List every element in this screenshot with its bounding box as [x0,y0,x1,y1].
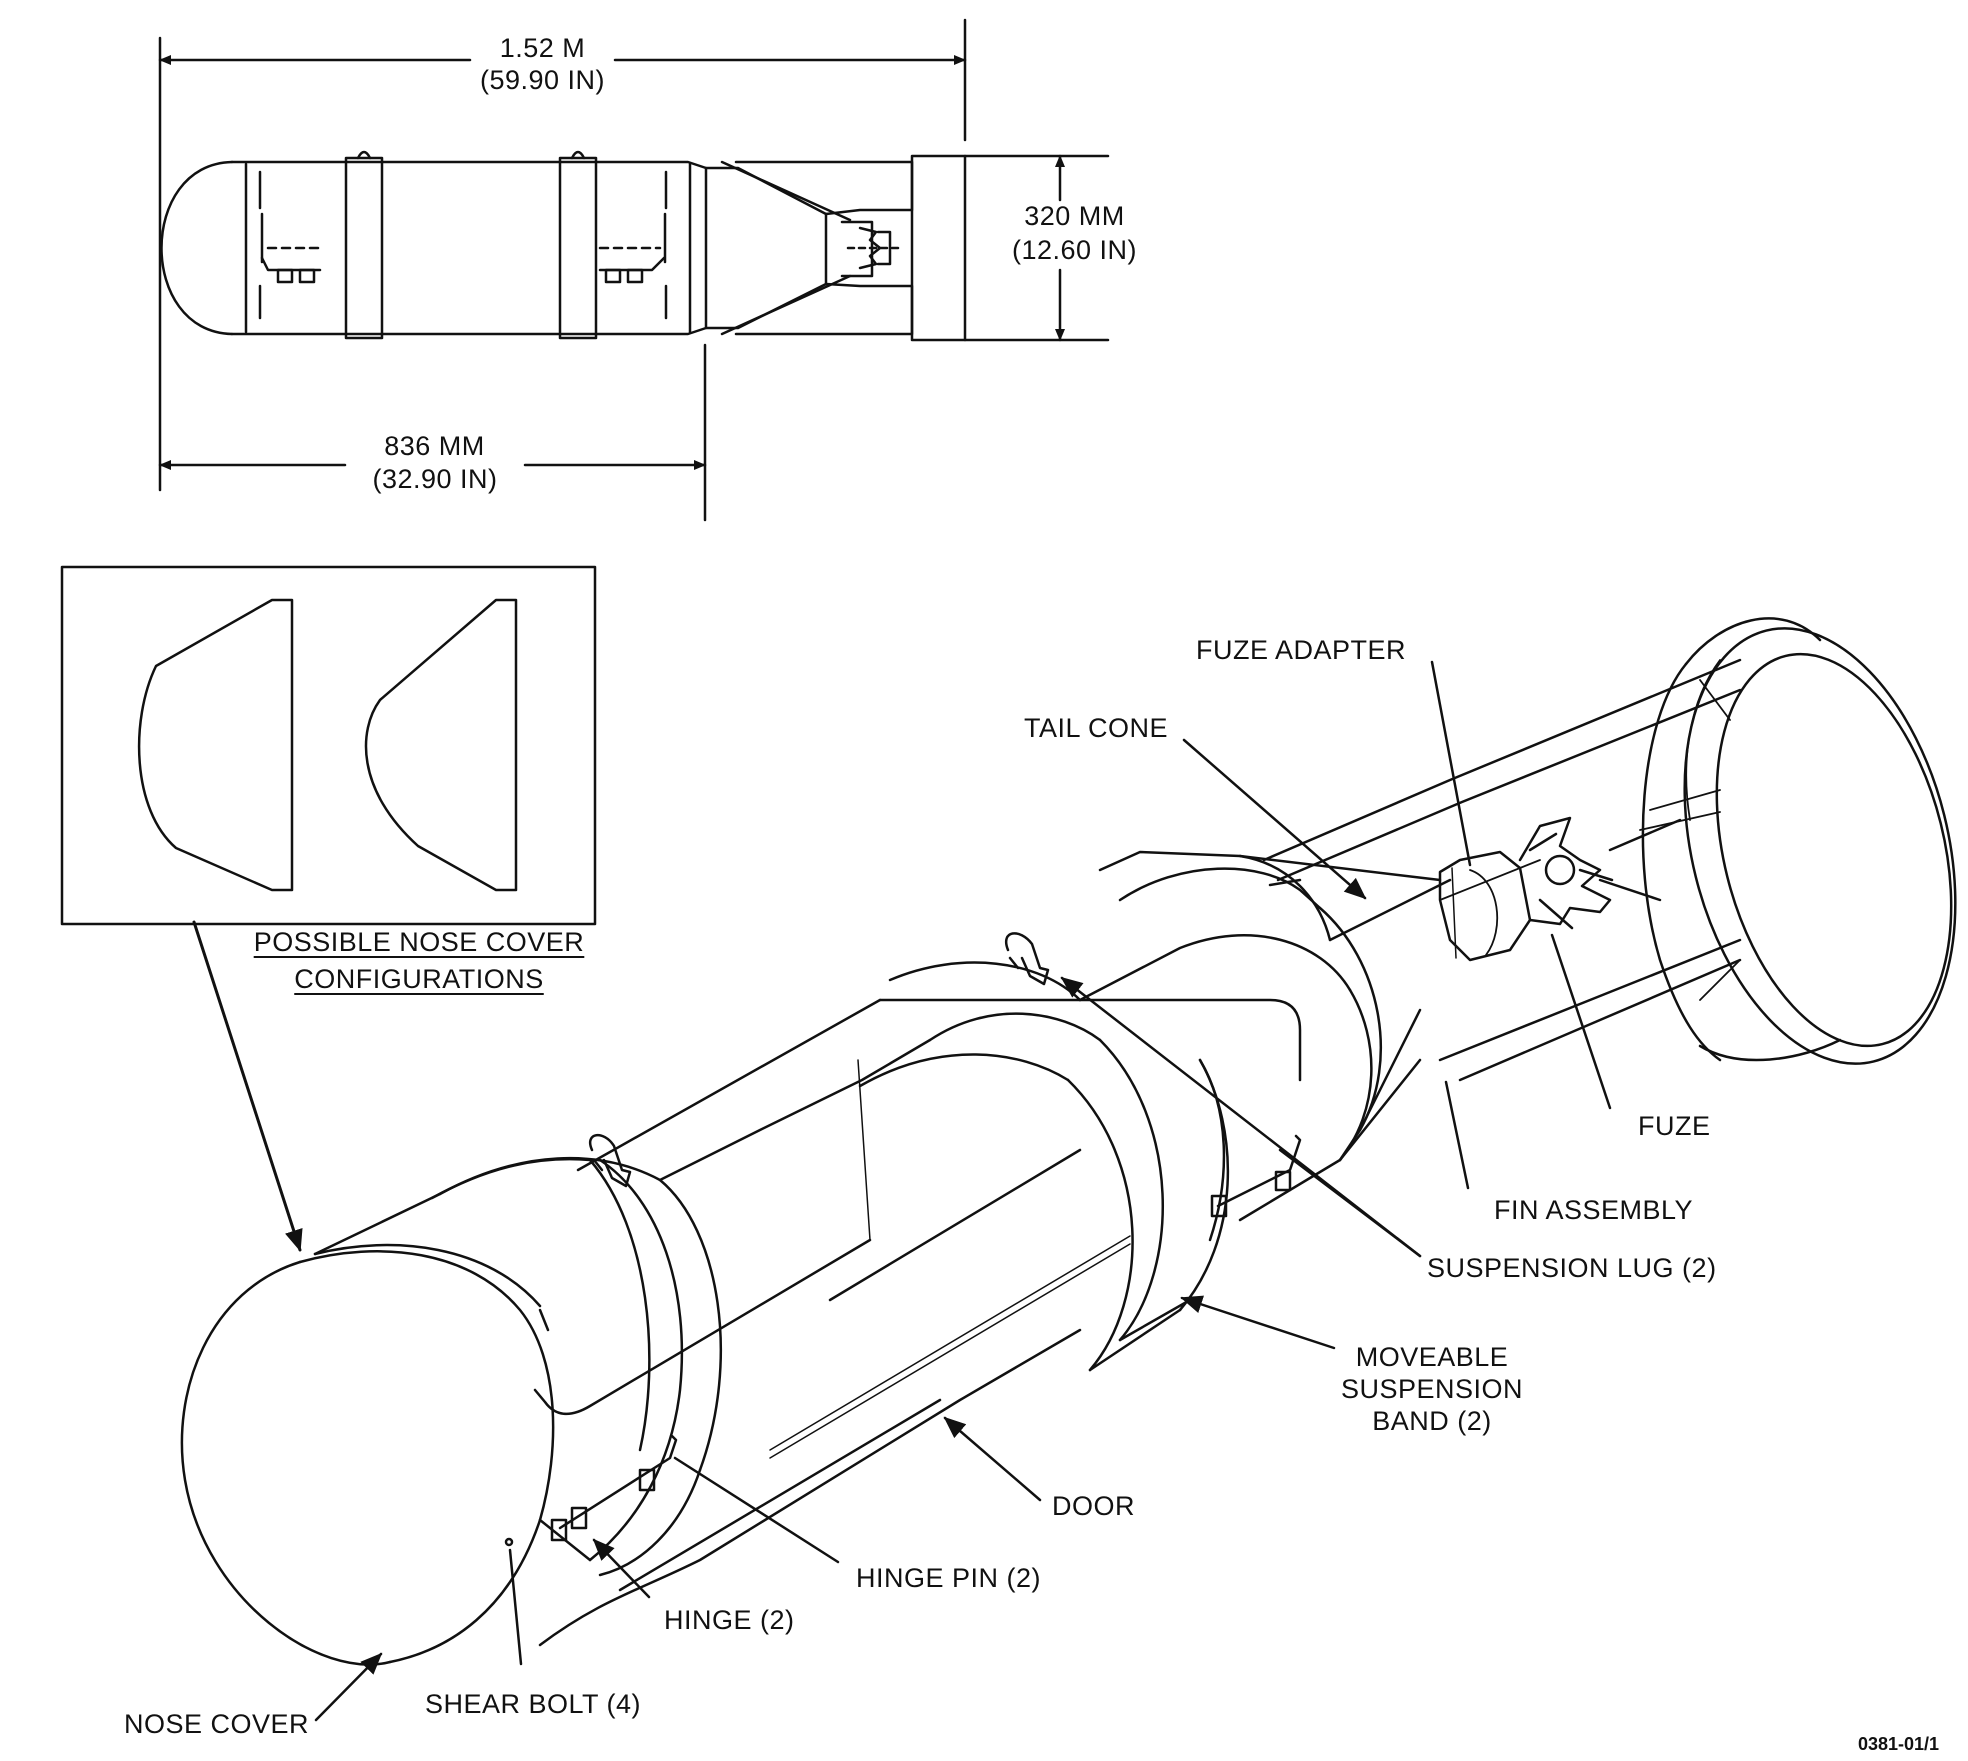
label-tail-cone: TAIL CONE [1024,713,1169,743]
overall-length-metric: 1.52 M [499,33,586,63]
label-fuze: FUZE [1638,1111,1711,1141]
label-hinge: HINGE (2) [664,1605,795,1635]
nose-to-tailcone-imperial: (32.90 IN) [372,464,498,494]
nose-to-tailcone-metric: 836 MM [384,431,485,461]
overall-length-imperial: (59.90 IN) [479,65,606,95]
label-hinge-pin: HINGE PIN (2) [856,1563,1042,1593]
inset-caption-line1: POSSIBLE NOSE COVER [253,927,585,957]
figure-code: 0381-01/1 [1858,1734,1940,1754]
label-door: DOOR [1052,1491,1135,1521]
diameter-metric: 320 MM [1024,201,1125,231]
diameter-imperial: (12.60 IN) [1011,235,1138,265]
label-fuze-adapter: FUZE ADAPTER [1196,635,1407,665]
side-view-drawing [158,18,1110,522]
label-fin-assembly: FIN ASSEMBLY [1494,1195,1694,1225]
isometric-view-drawing [180,617,1957,1722]
label-suspension-lug: SUSPENSION LUG (2) [1427,1253,1717,1283]
nose-cover-inset [60,565,597,1252]
label-moveable-band-line2: SUSPENSION [1340,1374,1524,1404]
label-moveable-band-line1: MOVEABLE [1355,1342,1509,1372]
label-nose-cover: NOSE COVER [124,1709,310,1739]
inset-caption-line2: CONFIGURATIONS [294,964,544,994]
label-moveable-band-line3: BAND (2) [1372,1406,1492,1436]
label-shear-bolt: SHEAR BOLT (4) [425,1689,642,1719]
